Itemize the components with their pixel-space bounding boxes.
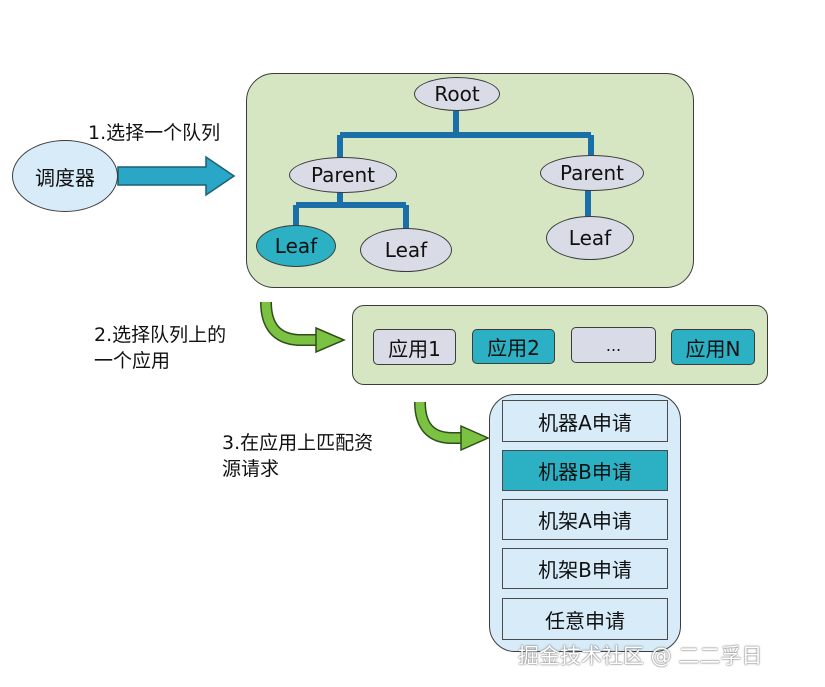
green-arrow-1	[260, 301, 346, 354]
step-3-line-2: 源请求	[222, 458, 280, 480]
request-machine-b-label: 机器B申请	[538, 460, 632, 484]
step-3-label: 3.在应用上匹配资 源请求	[222, 430, 373, 482]
tree-parent-right-node: Parent	[540, 155, 644, 191]
step-3-line-1: 3.在应用上匹配资	[222, 432, 374, 454]
request-rack-b-label: 机架B申请	[538, 558, 632, 582]
root-label: Root	[434, 82, 480, 106]
request-box-any: 任意申请	[502, 598, 668, 640]
app-box-n: 应用N	[671, 329, 755, 365]
request-box-rack-b: 机架B申请	[502, 548, 668, 589]
tree-parent-left-node: Parent	[289, 157, 397, 193]
tree-leaf-left-2-node: Leaf	[360, 228, 452, 272]
request-any-label: 任意申请	[545, 608, 625, 633]
scheduler-node: 调度器	[12, 140, 118, 212]
green-arrow-2	[414, 401, 490, 452]
scheduler-arrow	[117, 155, 236, 197]
step-1-label: 1.选择一个队列	[88, 122, 221, 144]
app-box-2: 应用2	[472, 329, 555, 364]
request-rack-a-label: 机架A申请	[538, 509, 632, 533]
request-box-rack-a: 机架A申请	[502, 499, 668, 540]
scheduler-label: 调度器	[35, 165, 95, 190]
request-machine-a-label: 机器A申请	[538, 410, 632, 435]
leaf-right-label: Leaf	[568, 226, 612, 250]
app-box-1: 应用1	[373, 329, 456, 365]
request-box-machine-a: 机器A申请	[502, 400, 668, 442]
app-box-ellipsis: ...	[571, 327, 656, 363]
leaf-left-1-label: Leaf	[274, 234, 318, 258]
app-2-label: 应用2	[487, 336, 540, 360]
watermark: 掘金技术社区 @ 二二孚日	[518, 644, 763, 668]
parent-left-label: Parent	[310, 163, 376, 187]
app-1-label: 应用1	[388, 336, 441, 361]
leaf-left-2-label: Leaf	[384, 238, 428, 262]
step-2-line-2: 一个应用	[94, 350, 171, 372]
tree-root-node: Root	[414, 77, 500, 111]
app-ellipsis-label: ...	[605, 335, 622, 355]
step-2-line-1: 2.选择队列上的	[94, 324, 227, 346]
tree-leaf-right-node: Leaf	[546, 216, 634, 260]
request-box-machine-b: 机器B申请	[502, 450, 668, 491]
app-n-label: 应用N	[685, 336, 741, 361]
tree-leaf-left-1-node: Leaf	[256, 225, 336, 267]
step-2-label: 2.选择队列上的 一个应用	[94, 322, 226, 374]
parent-right-label: Parent	[559, 161, 625, 185]
